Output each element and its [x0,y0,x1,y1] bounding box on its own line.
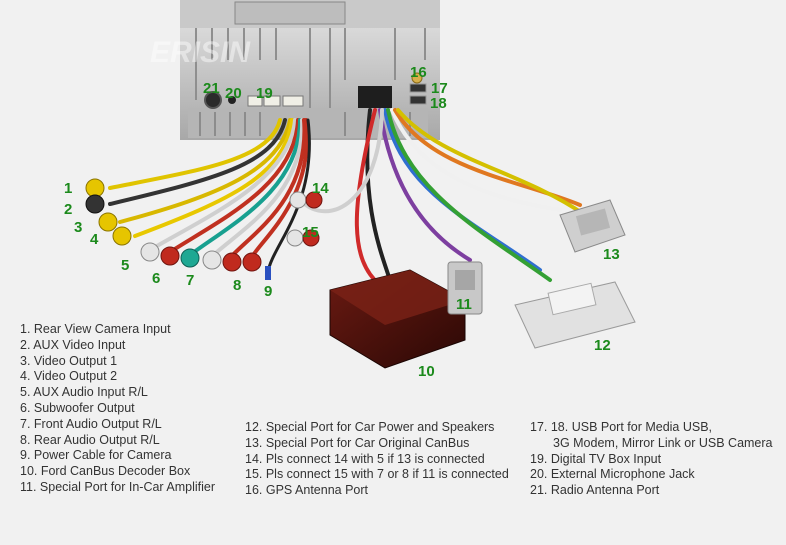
legend-item: 1. Rear View Camera Input [20,322,171,336]
callout-4: 4 [90,231,99,248]
cable-harness [108,108,587,287]
callout-17: 17 [431,80,448,97]
legend-item: 12. Special Port for Car Power and Speak… [245,420,495,434]
callout-8: 8 [233,277,241,294]
callout-7: 7 [186,272,194,289]
callout-9: 9 [264,283,272,300]
connector-13 [559,199,626,253]
legend-item: 5. AUX Audio Input R/L [20,385,148,400]
legend-column-3: 17. 18. USB Port for Media USB, 3G Modem… [530,420,773,499]
callout-5: 5 [121,257,129,274]
callout-14: 14 [312,180,329,197]
callout-12: 12 [594,337,611,354]
callout-21: 21 [203,80,220,97]
callout-2: 2 [64,201,72,218]
legend-item: 4. Video Output 2 [20,369,118,384]
legend-item: 13. Special Port for Car Original CanBus [245,435,470,450]
legend-item: 20. External Microphone Jack [530,467,695,482]
legend-column-2: 12. Special Port for Car Power and Speak… [245,420,509,499]
legend-item: 7. Front Audio Output R/L [20,416,162,431]
callout-6: 6 [152,270,160,287]
legend-item: 6. Subwoofer Output [20,400,135,415]
legend-item: 10. Ford CanBus Decoder Box [20,464,191,479]
connector-12 [514,281,636,349]
callout-15: 15 [302,224,319,241]
legend-item: 15. Pls connect 15 with 7 or 8 if 11 is … [245,467,509,482]
connector-11 [447,261,483,315]
legend-item: 19. Digital TV Box Input [530,451,662,466]
legend-item: 16. GPS Antenna Port [245,483,368,498]
callout-19: 19 [256,85,273,102]
legend-item: 8. Rear Audio Output R/L [20,432,160,447]
callout-13: 13 [603,246,620,263]
callout-1: 1 [64,180,72,197]
callout-16: 16 [410,64,427,81]
rca-plugs [85,178,323,280]
legend-item-continuation: 3G Modem, Mirror Link or USB Camera [553,435,773,450]
callout-11: 11 [456,296,472,313]
legend-item: 3. Video Output 1 [20,353,118,368]
decoder-box [329,269,466,369]
legend-item: 21. Radio Antenna Port [530,483,660,498]
legend-item: 2. AUX Video Input [20,337,126,352]
legend-item: 14. Pls connect 14 with 5 if 13 is conne… [245,451,485,466]
legend-item: 17. 18. USB Port for Media USB, [530,420,713,434]
callout-3: 3 [74,219,82,236]
legend-item: 11. Special Port for In-Car Amplifier [20,479,215,494]
watermark: ERISIN [150,36,251,69]
callout-numbers: 1 2 3 4 5 6 7 8 9 10 11 12 13 14 15 16 1… [64,64,620,380]
legend-column-1: 1. Rear View Camera Input 2. AUX Video I… [20,322,215,496]
callout-18: 18 [430,95,447,112]
callout-20: 20 [225,85,242,102]
legend-item: 9. Power Cable for Camera [20,448,172,463]
callout-10: 10 [418,363,435,380]
